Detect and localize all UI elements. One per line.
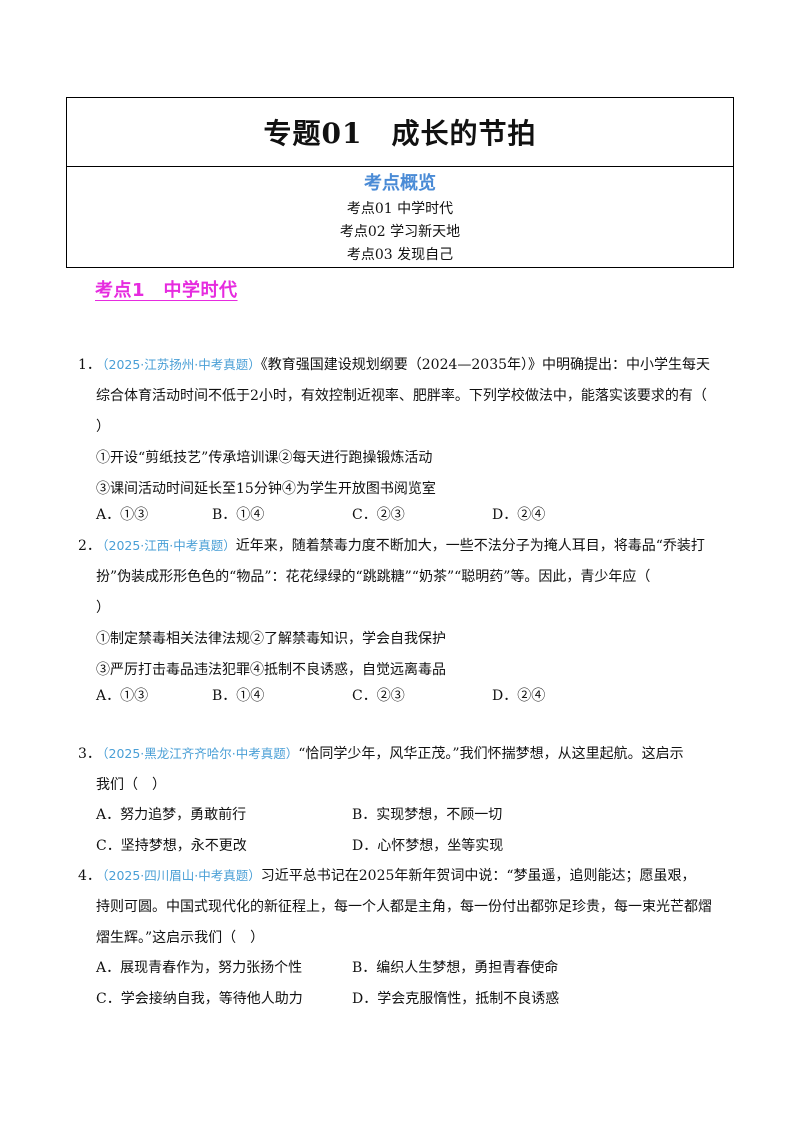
question-statement: ③严厉打击毒品违法犯罪④抵制不良诱惑，自觉远离毒品 xyxy=(96,662,446,678)
question-stem: 近年来，随着禁毒力度不断加大，一些不法分子为掩人耳目，将毒品“乔装打 xyxy=(235,538,705,554)
option-c[interactable]: C．学会接纳自我，等待他人助力 xyxy=(96,991,303,1007)
question-stem: “恰同学少年，风华正茂。”我们怀揣梦想，从这里起航。这启示 xyxy=(298,746,684,762)
question-stem: 持则可圆。中国式现代化的新征程上，每一个人都是主角，每一份付出都弥足珍贵，每一束… xyxy=(96,899,712,915)
option-c[interactable]: C．②③ xyxy=(352,507,405,523)
page-title: 专题01 成长的节拍 xyxy=(263,117,537,150)
question-stem: 扮”伪装成形形色色的“物品”：花花绿绿的“跳跳糖”“奶茶”“聪明药”等。因此，青… xyxy=(96,569,651,585)
section-heading: 考点1 中学时代 xyxy=(95,280,238,301)
question-source: （2025·江西·中考真题） xyxy=(96,538,236,553)
question-source: （2025·黑龙江齐齐哈尔·中考真题） xyxy=(96,746,299,761)
overview-item: 考点01 中学时代 xyxy=(346,201,454,217)
option-c[interactable]: C．坚持梦想，永不更改 xyxy=(96,838,247,854)
option-d[interactable]: D．心怀梦想，坐等实现 xyxy=(352,838,504,854)
overview-heading: 考点概览 xyxy=(364,173,436,194)
question-statement: ①制定禁毒相关法律法规②了解禁毒知识，学会自我保护 xyxy=(96,631,446,647)
option-a[interactable]: A．①③ xyxy=(96,507,149,523)
option-d[interactable]: D．②④ xyxy=(492,688,546,704)
question-source: （2025·四川眉山·中考真题） xyxy=(96,868,261,883)
option-b[interactable]: B．实现梦想，不顾一切 xyxy=(352,807,503,823)
question-stem: ） xyxy=(96,600,110,616)
question-stem: 我们（ ） xyxy=(96,777,166,793)
question-1: 1．（2025·江苏扬州·中考真题）《教育强国建设规划纲要（2024—2035年… xyxy=(78,349,738,505)
question-stem: 《教育强国建设规划纲要（2024—2035年）》中明确提出：中小学生每天 xyxy=(260,357,711,373)
question-number: 3． xyxy=(78,746,101,762)
question-3-options: A．努力追梦，勇敢前行 B．实现梦想，不顾一切 C．坚持梦想，永不更改 D．心怀… xyxy=(96,800,736,862)
question-3: 3．（2025·黑龙江齐齐哈尔·中考真题）“恰同学少年，风华正茂。”我们怀揣梦想… xyxy=(78,738,738,801)
question-1-options: A．①③ B．①④ C．②③ D．②④ xyxy=(96,500,736,531)
option-b[interactable]: B．编织人生梦想，勇担青春使命 xyxy=(352,960,559,976)
question-4-options: A．展现青春作为，努力张扬个性 B．编织人生梦想，勇担青春使命 C．学会接纳自我… xyxy=(96,953,736,1015)
question-number: 4． xyxy=(78,868,101,884)
question-source: （2025·江苏扬州·中考真题） xyxy=(96,357,261,372)
option-b[interactable]: B．①④ xyxy=(212,507,265,523)
title-box: 专题01 成长的节拍 xyxy=(66,97,734,167)
option-d[interactable]: D．②④ xyxy=(492,507,546,523)
question-stem: ） xyxy=(96,419,110,435)
question-statement: ①开设“剪纸技艺”传承培训课②每天进行跑操锻炼活动 xyxy=(96,450,433,466)
question-stem: 熠生辉。”这启示我们（ ） xyxy=(96,930,265,946)
question-statement: ③课间活动时间延长至15分钟④为学生开放图书阅览室 xyxy=(96,481,436,497)
option-c[interactable]: C．②③ xyxy=(352,688,405,704)
option-b[interactable]: B．①④ xyxy=(212,688,265,704)
question-number: 2． xyxy=(78,538,101,554)
option-d[interactable]: D．学会克服惰性，抵制不良诱惑 xyxy=(352,991,560,1007)
overview-box: 考点概览 考点01 中学时代 考点02 学习新天地 考点03 发现自己 xyxy=(66,166,734,268)
option-a[interactable]: A．努力追梦，勇敢前行 xyxy=(96,807,247,823)
question-stem: 综合体育活动时间不低于2小时，有效控制近视率、肥胖率。下列学校做法中，能落实该要… xyxy=(96,388,707,404)
question-2: 2．（2025·江西·中考真题）近年来，随着禁毒力度不断加大，一些不法分子为掩人… xyxy=(78,530,738,686)
question-2-options: A．①③ B．①④ C．②③ D．②④ xyxy=(96,681,736,712)
question-number: 1． xyxy=(78,357,101,373)
option-a[interactable]: A．①③ xyxy=(96,688,149,704)
overview-item: 考点03 发现自己 xyxy=(346,247,454,263)
option-a[interactable]: A．展现青春作为，努力张扬个性 xyxy=(96,960,303,976)
question-stem: 习近平总书记在2025年新年贺词中说：“梦虽遥，追则能达；愿虽艰， xyxy=(260,868,696,884)
overview-item: 考点02 学习新天地 xyxy=(339,224,461,240)
question-4: 4．（2025·四川眉山·中考真题）习近平总书记在2025年新年贺词中说：“梦虽… xyxy=(78,860,738,954)
